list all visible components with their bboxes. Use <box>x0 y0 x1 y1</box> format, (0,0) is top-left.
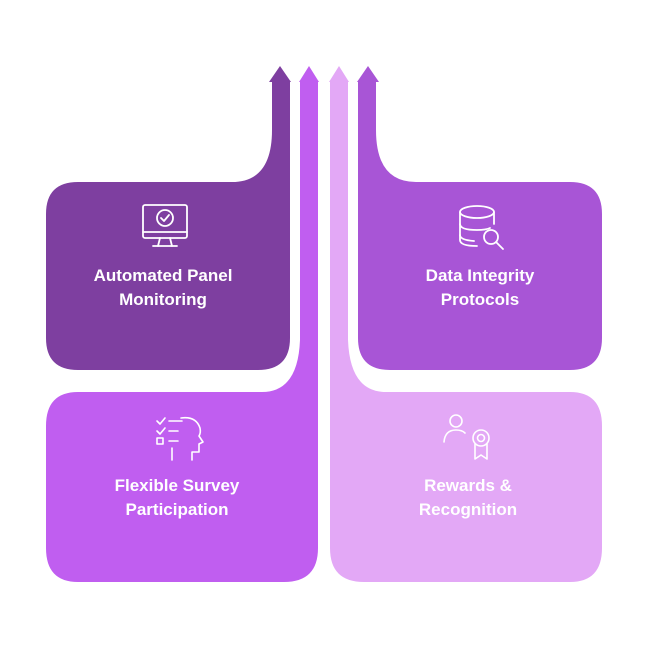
arrow-head-2 <box>299 66 319 82</box>
card-label-data-integrity-protocols: Data Integrity Protocols <box>370 264 590 312</box>
card-data-integrity-protocols <box>358 82 602 370</box>
monitor-check-icon <box>142 204 188 247</box>
label-line-2: Recognition <box>418 500 518 519</box>
card-rewards-recognition <box>330 82 602 582</box>
label-line-2: Participation <box>125 500 229 519</box>
checklist-head-icon <box>156 416 204 461</box>
label-line-1: Flexible Survey <box>114 476 240 495</box>
label-line-1: Data Integrity <box>425 266 535 285</box>
arrow-head-3 <box>329 66 349 82</box>
arrow-head-1 <box>269 66 291 82</box>
card-label-flexible-survey-participation: Flexible Survey Participation <box>67 474 287 522</box>
label-line-1: Rewards & <box>424 476 512 495</box>
card-label-automated-panel-monitoring: Automated Panel Monitoring <box>53 264 273 312</box>
label-line-1: Automated Panel <box>93 266 233 285</box>
database-search-icon <box>459 205 504 250</box>
arrow-head-4 <box>357 66 379 82</box>
card-label-rewards-recognition: Rewards & Recognition <box>358 474 578 522</box>
card-flexible-survey-participation <box>46 82 318 582</box>
person-award-icon <box>443 414 490 460</box>
label-line-2: Protocols <box>440 290 520 309</box>
label-line-2: Monitoring <box>119 290 207 309</box>
